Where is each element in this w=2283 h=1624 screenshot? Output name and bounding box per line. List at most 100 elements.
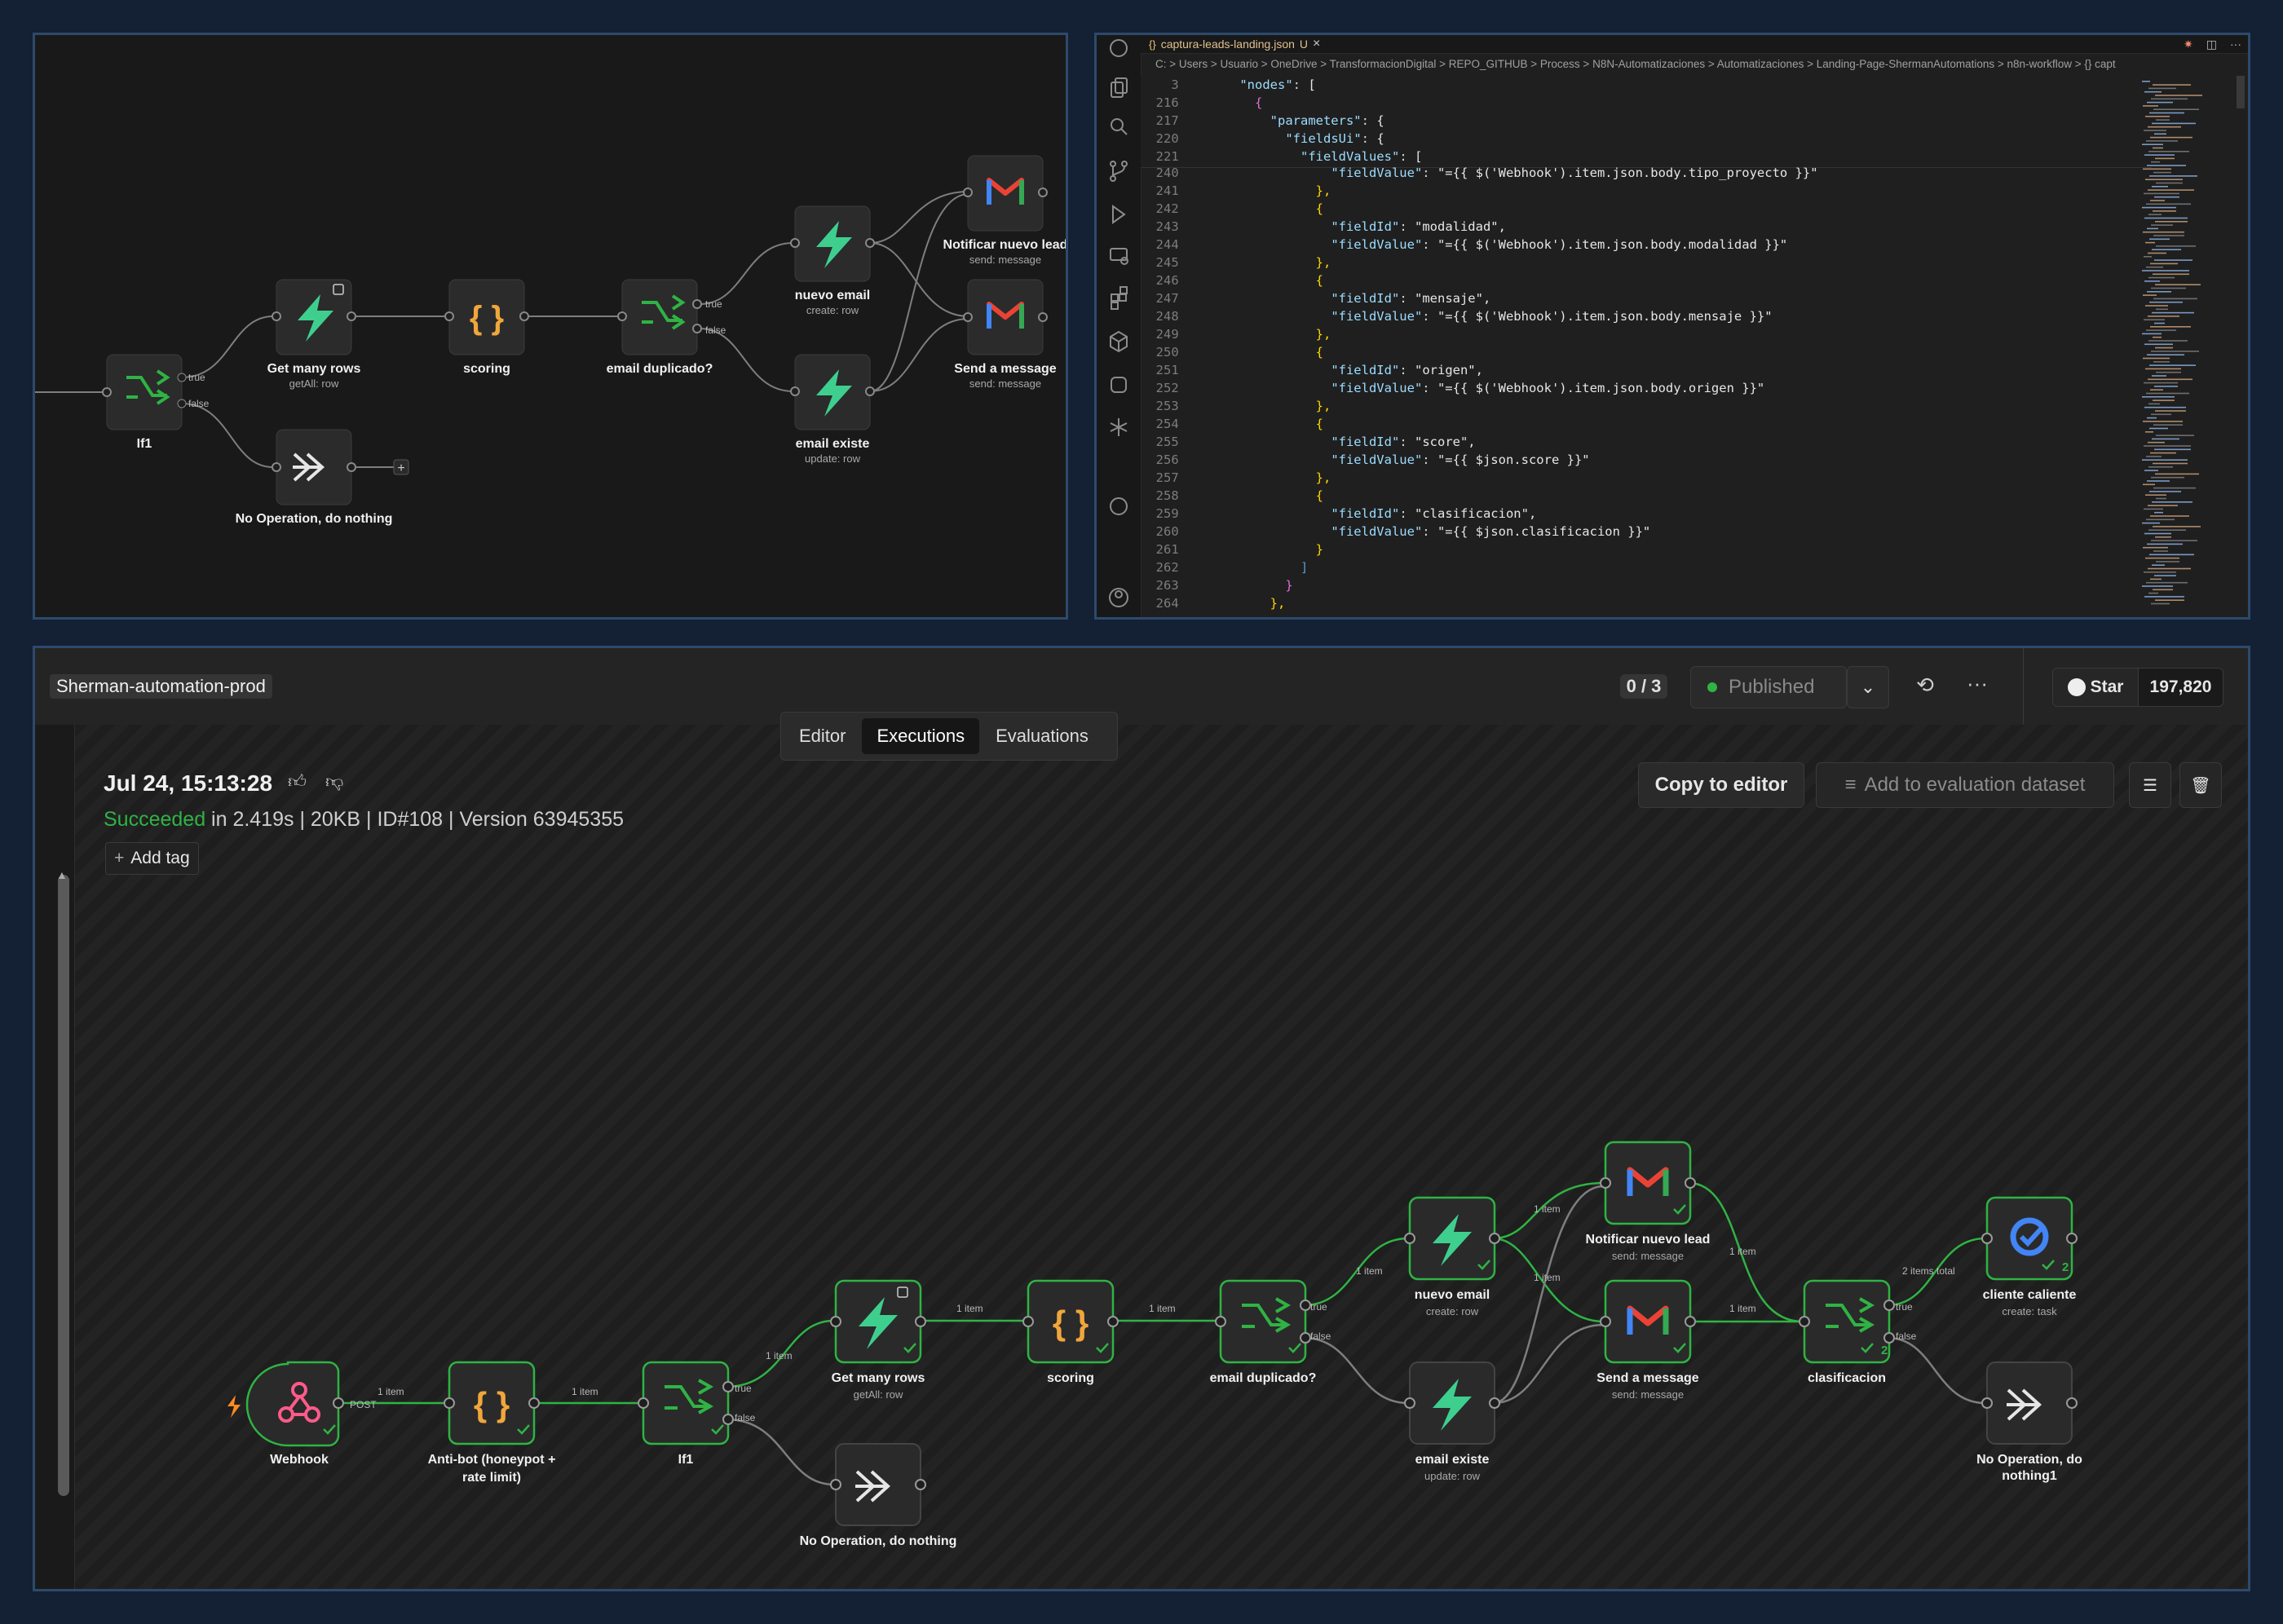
top-node-if1[interactable]: If1	[106, 354, 183, 451]
scroll-up-arrow[interactable]: ▲	[56, 868, 68, 881]
edge-label-true: true	[1310, 1301, 1327, 1313]
top-node-get-many-rows[interactable]: Get many rows getAll: row	[267, 279, 361, 390]
code-line[interactable]: 249 },	[1141, 327, 1331, 342]
code-line[interactable]: 264 },	[1141, 596, 1286, 611]
explorer-icon[interactable]	[1111, 77, 1128, 98]
search-icon[interactable]	[1111, 118, 1128, 135]
tab-evaluations[interactable]: Evaluations	[996, 726, 1089, 746]
minimap-line	[2154, 511, 2163, 514]
split-editor-icon[interactable]: ◫	[2206, 37, 2217, 51]
node-noop1[interactable]: No Operation, do nothing1	[1976, 1361, 2082, 1483]
code-line[interactable]: 261 }	[1141, 542, 1323, 557]
editor-scrollbar[interactable]	[2237, 76, 2245, 108]
top-workflow-canvas[interactable]: If1 true false Get many rows getAll: row…	[33, 33, 1068, 620]
code-line[interactable]: 246 {	[1141, 273, 1323, 288]
checklist-icon[interactable]: ☰	[2129, 762, 2171, 808]
code-line[interactable]: 260 "fieldValue": "={{ $json.clasificaci…	[1141, 524, 1651, 539]
execution-canvas[interactable]	[74, 725, 2248, 1589]
top-node-notificar[interactable]: Notificar nuevo lead send: message	[943, 155, 1066, 266]
minimap-line	[2155, 473, 2199, 475]
node-get-many-rows[interactable]: Get many rows getAll: row	[832, 1279, 925, 1401]
workflow-name[interactable]: Sherman-automation-prod	[50, 674, 272, 699]
code-line[interactable]: 247 "fieldId": "mensaje",	[1141, 291, 1491, 306]
thumbs-up-icon[interactable]: 👍︎	[288, 771, 307, 792]
code-line[interactable]: 252 "fieldValue": "={{ $('Webhook').item…	[1141, 381, 1765, 395]
asterisk-icon[interactable]	[1110, 418, 1128, 436]
thumbs-down-icon[interactable]: 👎︎	[325, 771, 344, 792]
code-line[interactable]: 253 },	[1141, 399, 1331, 413]
node-send-message[interactable]: Send a message send: message	[1596, 1279, 1699, 1401]
top-node-email-duplicado[interactable]: email duplicado?	[607, 279, 713, 376]
node-noop[interactable]: No Operation, do nothing	[800, 1443, 957, 1548]
node-email-duplicado[interactable]: email duplicado?	[1210, 1279, 1317, 1385]
container-icon[interactable]	[1110, 330, 1128, 353]
github-star-widget[interactable]: Star 197,820	[2052, 668, 2223, 707]
publish-status-button[interactable]: Published	[1690, 666, 1847, 708]
code-line[interactable]: 242 {	[1141, 201, 1323, 216]
code-editor-window[interactable]: {} captura-leads-landing.json U × ✷ ◫ ··…	[1094, 33, 2250, 620]
code-line[interactable]: 258 {	[1141, 488, 1323, 503]
top-node-send-message[interactable]: Send a message send: message	[954, 279, 1057, 390]
add-to-evaluation-button[interactable]: ≡Add to evaluation dataset	[1816, 762, 2114, 808]
n8n-extension-icon[interactable]	[1110, 39, 1128, 57]
chevron-down-icon[interactable]: ⌄	[1847, 666, 1889, 708]
account-icon[interactable]	[1109, 588, 1128, 607]
tab-captura-leads[interactable]: {} captura-leads-landing.json U ×	[1149, 35, 1320, 53]
minimap-line	[2149, 554, 2194, 556]
tab-executions[interactable]: Executions	[862, 718, 980, 754]
minimap-line	[2152, 375, 2166, 377]
code-line[interactable]: 240 "fieldValue": "={{ $('Webhook').item…	[1141, 165, 1818, 180]
code-line[interactable]: 256 "fieldValue": "={{ $json.score }}"	[1141, 452, 1590, 467]
remote-explorer-icon[interactable]	[1110, 248, 1128, 265]
add-node-button[interactable]: +	[397, 461, 404, 475]
close-tab-icon[interactable]: ×	[1313, 37, 1321, 51]
code-line[interactable]: 251 "fieldId": "origen",	[1141, 363, 1483, 377]
code-line[interactable]: 245 },	[1141, 255, 1331, 270]
revision-counter[interactable]: 0 / 3	[1620, 674, 1667, 699]
history-icon[interactable]: ⟲	[1916, 673, 1934, 697]
copy-to-editor-button[interactable]: Copy to editor	[1638, 762, 1804, 808]
top-node-nuevo-email[interactable]: nuevo email create: row	[794, 205, 871, 316]
source-control-icon[interactable]	[1110, 161, 1128, 182]
run-debug-icon[interactable]	[1112, 205, 1126, 224]
python-icon[interactable]	[1111, 377, 1127, 393]
node-webhook[interactable]: Webhook	[245, 1361, 340, 1467]
node-nuevo-email[interactable]: nuevo email create: row	[1408, 1196, 1496, 1317]
n8n-extension-icon-2[interactable]	[1110, 497, 1128, 515]
code-line[interactable]: 244 "fieldValue": "={{ $('Webhook').item…	[1141, 237, 1788, 252]
more-actions-icon[interactable]: ···	[2230, 38, 2241, 51]
vertical-scrollbar[interactable]	[58, 875, 69, 1496]
code-line[interactable]: 250 {	[1141, 345, 1323, 360]
node-clasificacion[interactable]: 2 clasificacion	[1803, 1279, 1891, 1385]
node-if1[interactable]: If1	[642, 1361, 730, 1467]
node-cliente-caliente[interactable]: 2 cliente caliente create: task	[1983, 1196, 2077, 1317]
code-line[interactable]: 248 "fieldValue": "={{ $('Webhook').item…	[1141, 309, 1773, 324]
compare-icon[interactable]: ✷	[2184, 37, 2193, 51]
node-scoring[interactable]: { } scoring	[1027, 1279, 1115, 1385]
more-options-icon[interactable]: ···	[1967, 671, 1988, 695]
top-node-email-existe[interactable]: email existe update: row	[794, 354, 871, 465]
code-line[interactable]: 255 "fieldId": "score",	[1141, 435, 1476, 449]
n8n-executions-window[interactable]: Sherman-automation-prod 0 / 3 Published …	[33, 646, 2250, 1591]
tab-editor[interactable]: Editor	[799, 726, 846, 746]
top-node-noop[interactable]: No Operation, do nothing	[236, 429, 393, 526]
top-node-scoring[interactable]: { } scoring	[448, 279, 525, 376]
code-line[interactable]: 259 "fieldId": "clasificacion",	[1141, 506, 1537, 521]
minimap[interactable]	[2135, 76, 2233, 617]
code-line[interactable]: 257 },	[1141, 470, 1331, 485]
breadcrumb[interactable]: C: > Users > Usuario > OneDrive > Transf…	[1155, 58, 2116, 70]
code-line[interactable]: 254 {	[1141, 417, 1323, 431]
node-email-existe[interactable]: email existe update: row	[1409, 1361, 1495, 1482]
node-notificar[interactable]: Notificar nuevo lead send: message	[1586, 1141, 1711, 1262]
trash-icon[interactable]: 🗑︎	[2179, 762, 2222, 808]
code-line[interactable]: 263 }	[1141, 578, 1293, 593]
add-tag-button[interactable]: + Add tag	[105, 842, 199, 875]
code-line[interactable]: 262 ]	[1141, 560, 1309, 575]
minimap-line	[2156, 435, 2194, 436]
code-line[interactable]: 241 },	[1141, 183, 1331, 198]
extensions-icon[interactable]	[1111, 286, 1128, 310]
node-anti-bot[interactable]: { } Anti-bot (honeypot + rate limit)	[428, 1361, 556, 1485]
code-line[interactable]: 243 "fieldId": "modalidad",	[1141, 219, 1506, 234]
minimap-line	[2148, 189, 2194, 191]
code-lines[interactable]: 240 "fieldValue": "={{ $('Webhook').item…	[1141, 164, 2152, 612]
